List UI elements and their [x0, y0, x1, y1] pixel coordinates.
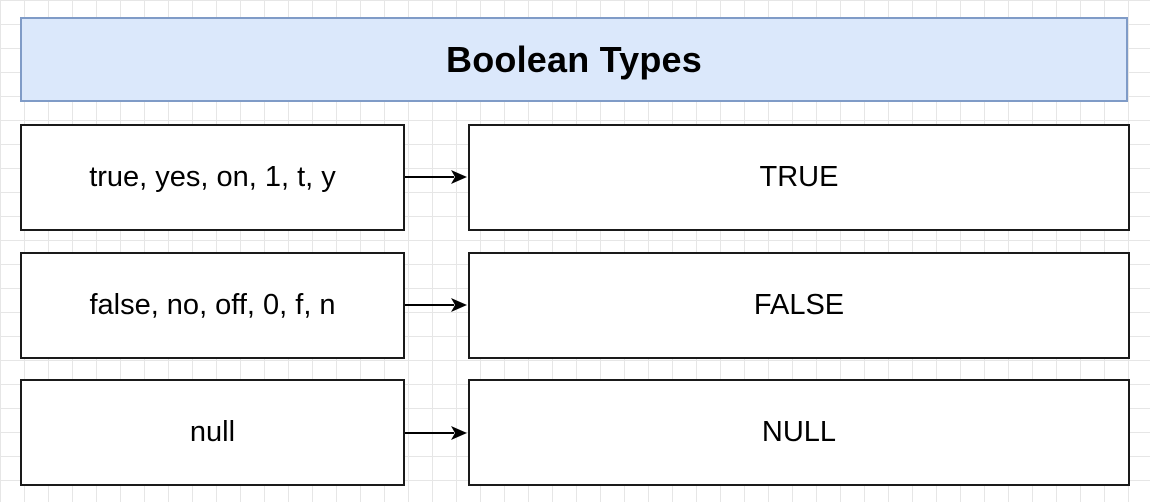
- input-box-false: false, no, off, 0, f, n: [20, 252, 405, 359]
- arrow-true: [405, 170, 467, 184]
- output-label-true: TRUE: [759, 161, 839, 193]
- diagram-title: Boolean Types: [446, 38, 702, 80]
- input-box-null: null: [20, 379, 405, 486]
- arrow-false: [405, 298, 467, 312]
- arrowhead-null-icon: [451, 426, 467, 440]
- title-box: Boolean Types: [20, 17, 1128, 102]
- arrowhead-true-icon: [451, 170, 467, 184]
- arrowhead-false-icon: [451, 298, 467, 312]
- input-label-false: false, no, off, 0, f, n: [89, 289, 336, 321]
- output-box-null: NULL: [468, 379, 1130, 486]
- output-label-false: FALSE: [753, 289, 845, 321]
- arrow-null: [405, 426, 467, 440]
- input-label-true: true, yes, on, 1, t, y: [89, 161, 336, 193]
- input-box-true: true, yes, on, 1, t, y: [20, 124, 405, 231]
- input-label-null: null: [189, 416, 236, 448]
- output-box-true: TRUE: [468, 124, 1130, 231]
- output-label-null: NULL: [761, 416, 837, 448]
- output-box-false: FALSE: [468, 252, 1130, 359]
